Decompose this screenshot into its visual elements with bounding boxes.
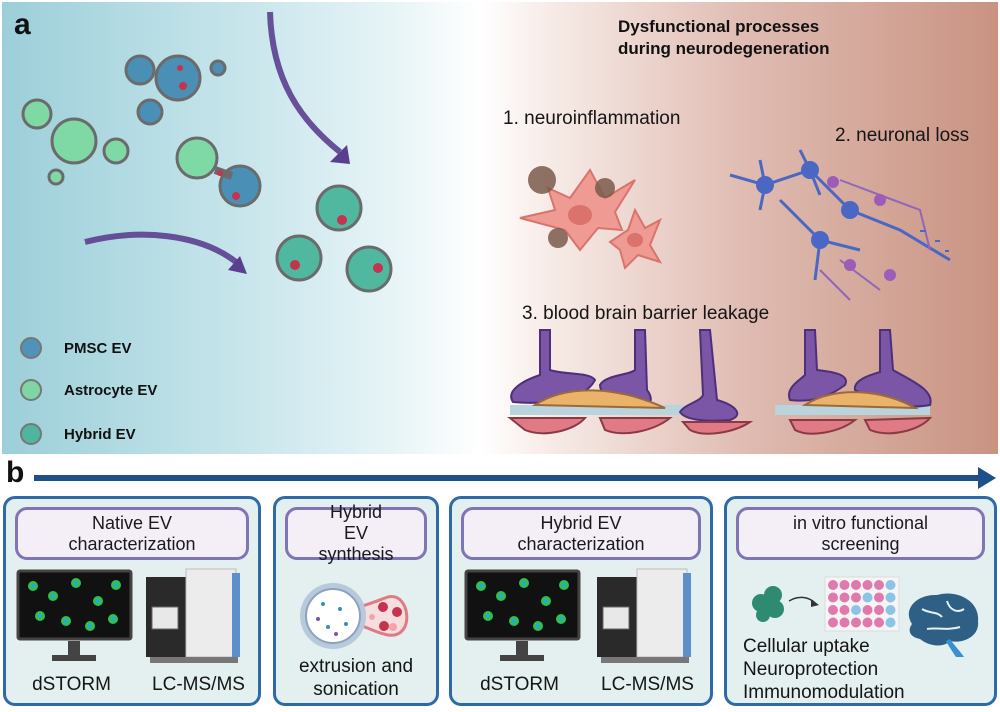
step-header: Hybrid EV synthesis — [285, 502, 427, 564]
plate-well — [839, 580, 850, 590]
arrow-top-head — [330, 145, 350, 164]
caption-lc-ms-ms: LC-MS/MS — [601, 674, 694, 695]
legend-label: Hybrid EV — [64, 425, 136, 443]
microscope-monitor-icon — [464, 569, 581, 661]
step-native-ev-characterization: Native EV characterization dSTORM LC-MS/… — [3, 496, 261, 706]
panel-a-label: a — [14, 8, 31, 41]
plate-well — [885, 580, 896, 590]
pmsc-ev-icon — [20, 337, 42, 359]
plate-well — [851, 592, 861, 603]
plate-well — [874, 605, 884, 615]
legend-item-astrocyte: Astrocyte EV — [20, 379, 157, 401]
plate-well — [851, 605, 861, 615]
hybrid-ev-group — [275, 184, 393, 293]
hybrid-ev-icon — [20, 423, 42, 445]
screening-readouts: Cellular uptake Neuroprotection Immunomo… — [743, 635, 905, 704]
readout-neuroprotection: Neuroprotection — [743, 659, 879, 680]
arrow-bottom-curve — [84, 231, 238, 265]
step-in-vitro-functional-screening: in vitro functional screening Cellular u… — [724, 496, 997, 706]
step-header: Native EV characterization — [15, 507, 249, 560]
plate-well — [828, 617, 838, 628]
microscope-monitor-icon — [16, 569, 133, 661]
plate-well — [874, 580, 884, 590]
legend-label: Astrocyte EV — [64, 381, 158, 399]
ev-cluster-illustration — [21, 11, 393, 293]
mass-spectrometer-icon — [146, 568, 240, 663]
plate-well — [839, 592, 850, 603]
astrocyte-ev-group — [21, 98, 219, 186]
arrow-bottom-head — [228, 256, 247, 274]
neurons-illustration — [729, 149, 951, 301]
timeline-arrow-shaft — [34, 475, 980, 481]
process-label-neuronal-loss: 2. neuronal loss — [835, 125, 970, 146]
panel-a-title: Dysfunctional processes during neurodege… — [618, 16, 830, 60]
cargo-dots — [177, 65, 240, 200]
plate-well — [828, 605, 838, 615]
step-hybrid-ev-characterization: Hybrid EV characterization dSTORM LC-MS/… — [449, 496, 713, 706]
caption-extrusion-sonication: extrusion and sonication — [298, 656, 414, 700]
plate-well — [828, 580, 838, 590]
plate-wells — [828, 580, 896, 628]
arrow-top-curve — [267, 11, 342, 155]
brain-icon — [908, 593, 979, 657]
pmsc-ev-group — [124, 54, 262, 208]
legend-item-hybrid: Hybrid EV — [20, 423, 136, 445]
plate-well — [862, 617, 873, 628]
legend-item-pmsc: PMSC EV — [20, 337, 132, 359]
panel-b-label: b — [6, 456, 25, 489]
microglia-illustration — [519, 166, 663, 270]
step-header: Hybrid EV characterization — [461, 507, 701, 560]
plate-well — [874, 617, 884, 628]
process-label-bbb-leakage: 3. blood brain barrier leakage — [522, 303, 770, 324]
plate-well — [851, 617, 861, 628]
caption-dstorm: dSTORM — [480, 674, 559, 695]
well-plate-icon — [824, 576, 900, 632]
plate-well — [885, 592, 896, 603]
blood-brain-barrier-illustration — [507, 329, 933, 435]
plate-well — [862, 605, 873, 615]
hybrid-cargo — [290, 215, 383, 273]
plate-well — [839, 617, 850, 628]
title-line-2: during neurodegeneration — [618, 39, 830, 58]
vesicle-fusion-icon — [300, 583, 409, 649]
plate-well — [862, 580, 873, 590]
readout-immunomodulation: Immunomodulation — [743, 682, 905, 703]
astrocyte-ev-icon — [20, 379, 42, 401]
step-header: in vitro functional screening — [736, 507, 985, 560]
plate-well — [874, 592, 884, 603]
cell-cluster-icon — [752, 586, 819, 622]
plate-well — [885, 617, 896, 628]
caption-lc-ms-ms: LC-MS/MS — [152, 674, 245, 695]
title-line-1: Dysfunctional processes — [618, 17, 820, 36]
timeline-arrow-head — [978, 467, 996, 489]
process-label-neuroinflammation: 1. neuroinflammation — [503, 108, 681, 129]
mass-spectrometer-icon — [597, 568, 691, 663]
legend-label: PMSC EV — [64, 339, 132, 357]
plate-well — [851, 580, 861, 590]
plate-well — [885, 605, 896, 615]
caption-dstorm: dSTORM — [32, 674, 111, 695]
plate-well — [839, 605, 850, 615]
step-hybrid-ev-synthesis: Hybrid EV synthesis extrusion and sonica… — [273, 496, 439, 706]
readout-cellular-uptake: Cellular uptake — [743, 636, 870, 657]
plate-well — [862, 592, 873, 603]
plate-well — [828, 592, 838, 603]
